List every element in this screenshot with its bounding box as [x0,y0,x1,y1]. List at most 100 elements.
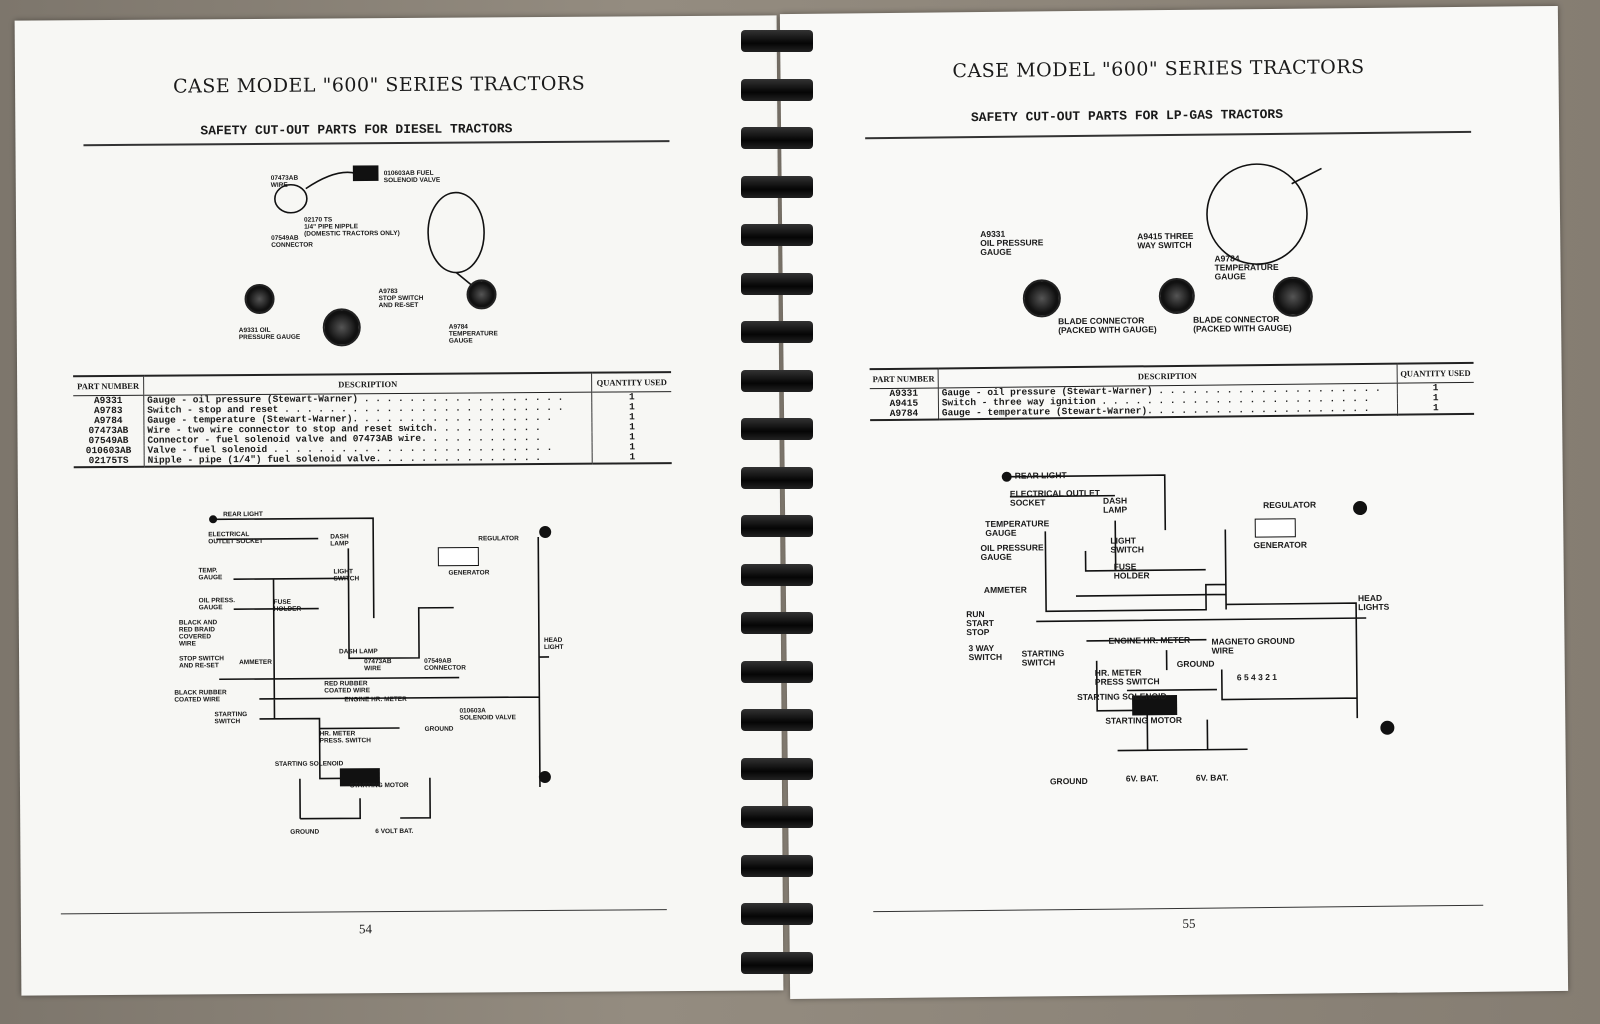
binding-coil [741,515,813,537]
wiring-label: FUSE HOLDER [1113,561,1150,581]
wiring-label: OIL PRESSURE GAUGE [980,542,1044,563]
binding-coil [741,951,813,974]
wiring-label: GENERATOR [448,569,490,577]
wiring-label: STARTING SWITCH [214,711,248,726]
wiring-label: RED RUBBER COATED WIRE [324,680,371,695]
wiring-label: LIGHT SWITCH [333,568,360,583]
wiring-label: HR. METER PRESS SWITCH [1094,667,1160,687]
wiring-label: HEAD LIGHTS [1357,592,1390,613]
cell-part: A9784 [870,408,939,421]
col-part-number: PART NUMBER [73,375,144,396]
wiring-label: RUN START STOP [966,608,995,638]
wiring-label: 6 5 4 3 2 1 [1236,671,1278,683]
wiring-label: MAGNETO GROUND WIRE [1211,635,1295,656]
binding-coil [741,903,813,925]
temperature-gauge-photo [466,279,497,310]
wiring-label: BLACK RUBBER COATED WIRE [174,689,227,704]
binding-coil [741,127,813,149]
photo-label: BLADE CONNECTOR (PACKED WITH GAUGE) [1058,315,1157,336]
binding-coil [741,806,813,828]
wiring-label: 6 VOLT BAT. [375,827,414,836]
cell-part: 02175TS [73,455,145,468]
col-quantity: QUANTITY USED [591,372,672,393]
wiring-label: AMMETER [983,584,1027,595]
wiring-label: ELECTRICAL OUTLET SOCKET [1009,487,1100,508]
wiring-label: HR. METER PRESS. SWITCH [319,730,371,745]
wiring-label: DASH LAMP [1102,495,1128,515]
wiring-label: FUSE HOLDER [273,598,302,613]
wiring-label: BLACK AND RED BRAID COVERED WIRE [178,619,218,648]
wiring-label: TEMPERATURE GAUGE [985,518,1050,538]
wiring-label: DASH LAMP [330,533,349,548]
three-way-switch-photo [1158,277,1196,315]
binding-coil [741,224,813,246]
binding-coil [741,612,813,634]
wiring-label: HEAD LIGHT [543,636,564,651]
cell-qty: 1 [1397,402,1475,415]
binding-coil [741,854,813,877]
page-number: 54 [358,921,373,937]
right-page-55: CASE MODEL "600" SERIES TRACTORS SAFETY … [779,5,1569,1000]
wiring-label: AMMETER [239,658,272,667]
wiring-label: OIL PRESS. GAUGE [198,597,236,612]
wiring-label: REAR LIGHT [1014,470,1067,481]
binding-coil [741,709,813,731]
wiring-label: 07473AB WIRE [364,658,392,673]
photo-label: 010603AB FUEL SOLENOID VALVE [383,169,441,185]
wiring-label: 07549AB CONNECTOR [424,657,466,672]
wiring-label: STARTING MOTOR [349,781,409,790]
wiring-label: GROUND [1176,658,1215,669]
wiring-label: STARTING MOTOR [1105,714,1182,726]
binding-coil [741,563,813,586]
binding-coil [741,660,813,683]
stop-switch-photo [322,308,361,347]
page-number: 55 [1182,915,1196,931]
binding-coil [741,466,813,489]
wiring-label: LIGHT SWITCH [1110,535,1145,555]
cell-qty: 1 [592,451,672,464]
wiring-label: 6V. BAT. [1125,773,1159,784]
wiring-label: REAR LIGHT [223,510,263,519]
wiring-label: TEMP. GAUGE [198,567,223,582]
wiring-label: GROUND [424,725,454,733]
col-part-number: PART NUMBER [869,368,939,389]
wiring-label: GROUND [290,828,320,836]
parts-photo-and-wiring-drawing [209,165,552,820]
photo-label: A9783 STOP SWITCH AND RE-SET [378,288,424,310]
photo-label: A9784 TEMPERATURE GAUGE [448,323,498,345]
photo-label: A9415 THREE WAY SWITCH [1137,230,1194,251]
col-quantity: QUANTITY USED [1396,362,1474,384]
binding-coil [741,272,813,295]
wiring-label: STARTING SOLENOID [1076,691,1167,703]
photo-label: 07473AB WIRE [270,174,299,189]
wiring-label: STOP SWITCH AND RE-SET [179,655,224,670]
wiring-label: REGULATOR [1262,499,1317,511]
wiring-label: STARTING SOLENOID [274,760,344,768]
cell-desc: Nipple - pipe (1/4") fuel solenoid valve… [144,452,593,467]
wiring-label: REGULATOR [478,535,519,543]
wiring-label: GROUND [1049,775,1088,787]
photo-label: 02170 TS 1/4" PIPE NIPPLE (DOMESTIC TRAC… [303,216,400,238]
wiring-label: STARTING SWITCH [1021,648,1065,668]
wiring-label: 010603A SOLENOID VALVE [459,707,516,722]
wiring-label: 3 WAY SWITCH [968,642,1003,663]
binding-coil [741,78,813,101]
wiring-label: 6V. BAT. [1195,772,1229,783]
wiring-label: ENGINE HR. METER [344,695,407,704]
photo-label: A9331 OIL PRESSURE GAUGE [238,326,301,342]
binding-coil [741,418,813,440]
left-page-54: CASE MODEL "600" SERIES TRACTORS SAFETY … [14,15,784,996]
binding-coil [741,757,813,780]
photo-label: BLADE CONNECTOR (PACKED WITH GAUGE) [1193,313,1292,334]
wiring-label: ENGINE HR. METER [1108,634,1191,646]
photo-label: 07549AB CONNECTOR [271,234,313,249]
parts-photo-and-wiring-drawing [1001,163,1395,752]
binding-coil [741,321,813,343]
temperature-gauge-photo [1272,276,1314,317]
binding-coil [741,369,813,392]
wiring-label: DASH LAMP [338,648,378,656]
oil-pressure-gauge-photo [244,283,275,315]
photo-label: A9331 OIL PRESSURE GAUGE [980,228,1044,258]
